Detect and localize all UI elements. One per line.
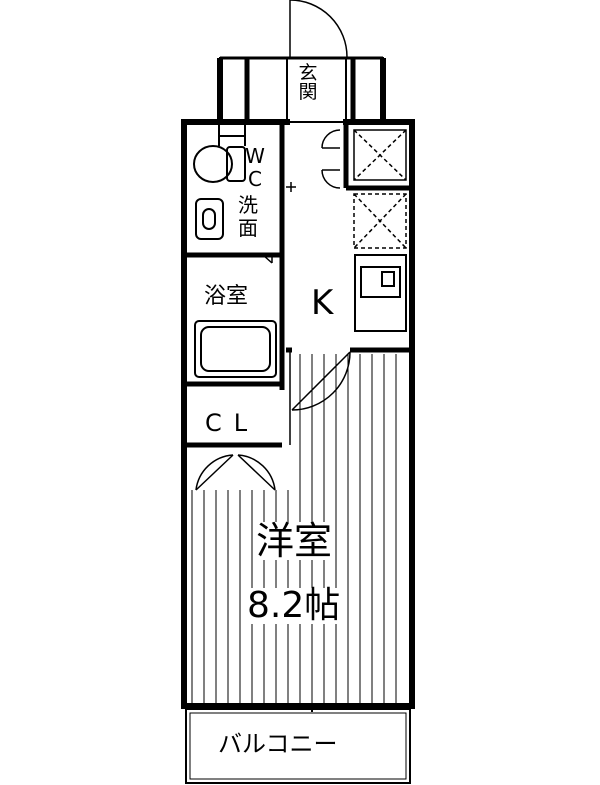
western-room-size: 8.2帖 bbox=[247, 585, 341, 626]
toilet-fixture bbox=[193, 125, 246, 183]
closet-label: CL bbox=[205, 409, 260, 437]
storage-cabinets bbox=[353, 129, 407, 249]
balcony bbox=[185, 708, 411, 784]
kitchen-label: K bbox=[311, 283, 334, 323]
entrance-door bbox=[289, 0, 348, 58]
balcony-label: バルコニー bbox=[218, 730, 338, 758]
room-door bbox=[291, 351, 351, 411]
western-room-label: 洋室 bbox=[256, 519, 333, 563]
wash-door-marks bbox=[286, 182, 296, 192]
kitchen-counter bbox=[354, 254, 407, 332]
wash-basin bbox=[195, 198, 224, 240]
interior-thin-lines bbox=[186, 254, 291, 447]
shoe-cabinet-doors bbox=[321, 129, 341, 189]
entrance-porch bbox=[217, 56, 386, 123]
entrance-label-char: 玄 bbox=[298, 62, 318, 84]
interior-walls bbox=[186, 122, 412, 448]
bathroom-label: 浴室 bbox=[204, 284, 249, 309]
bathtub bbox=[194, 320, 277, 378]
entrance-label: 玄関 bbox=[296, 64, 320, 102]
closet-doors bbox=[195, 454, 276, 491]
washroom-label: 洗面 bbox=[238, 193, 258, 240]
entrance-label-char: 関 bbox=[298, 81, 318, 103]
